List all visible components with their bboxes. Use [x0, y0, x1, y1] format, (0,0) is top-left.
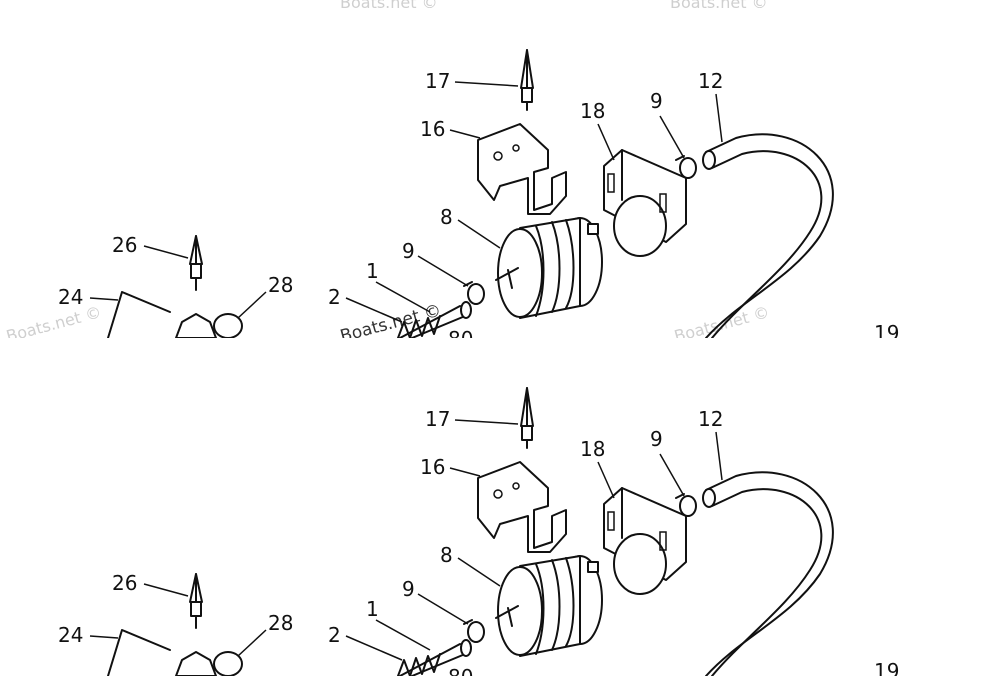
label-2: 2 [328, 285, 341, 309]
watermark-top-2: Boats.net © [670, 0, 768, 12]
rivet-17 [520, 49, 534, 111]
filter-8 [495, 217, 603, 319]
bracket-16 [477, 123, 567, 215]
label-17: 17 [425, 69, 450, 93]
fitting-24-b [107, 629, 243, 676]
label-1: 1 [366, 259, 379, 283]
label-9-lower-b: 9 [402, 577, 415, 601]
watermark-top-3: Boats.net © [4, 302, 103, 346]
label-28-b: 28 [268, 611, 293, 635]
watermark-top-5: Boats.net © [672, 302, 771, 346]
label-80: 80 [448, 327, 473, 351]
label-8-b: 8 [440, 543, 453, 567]
rivet-26-b [189, 573, 203, 629]
label-17-b: 17 [425, 407, 450, 431]
clamp-9-lower [463, 281, 485, 305]
label-19-b: 19 [874, 659, 899, 676]
label-19: 19 [874, 321, 899, 345]
label-16: 16 [420, 117, 445, 141]
clamp-9-upper [675, 155, 697, 179]
hose-12-b [702, 471, 834, 676]
label-26-b: 26 [112, 571, 137, 595]
label-8: 8 [440, 205, 453, 229]
label-9-upper-b: 9 [650, 427, 663, 451]
label-80-b: 80 [448, 665, 473, 676]
fitting-24 [107, 291, 243, 338]
clamp-9-lower-b [463, 619, 485, 643]
label-24: 24 [58, 285, 83, 309]
label-28: 28 [268, 273, 293, 297]
label-9-lower: 9 [402, 239, 415, 263]
holder-18-b [603, 487, 687, 595]
label-9-upper: 9 [650, 89, 663, 113]
label-26: 26 [112, 233, 137, 257]
diagram-panel-top: Boats.net © Boats.net © Boats.net © Boat… [4, 0, 899, 351]
filter-8-b [495, 555, 603, 657]
bracket-16-b [477, 461, 567, 553]
rivet-17-b [520, 387, 534, 449]
label-18: 18 [580, 99, 605, 123]
spring-2-b [397, 653, 441, 676]
label-18-b: 18 [580, 437, 605, 461]
hose-12 [702, 133, 834, 338]
label-24-b: 24 [58, 623, 83, 647]
label-12-b: 12 [698, 407, 723, 431]
label-16-b: 16 [420, 455, 445, 479]
label-12: 12 [698, 69, 723, 93]
watermark-top-1: Boats.net © [340, 0, 438, 12]
spring-2 [397, 315, 441, 338]
diagram-panel-bottom: 17 16 18 [58, 387, 899, 676]
label-2-b: 2 [328, 623, 341, 647]
rivet-26 [189, 235, 203, 291]
label-1-b: 1 [366, 597, 379, 621]
holder-18 [603, 149, 687, 257]
